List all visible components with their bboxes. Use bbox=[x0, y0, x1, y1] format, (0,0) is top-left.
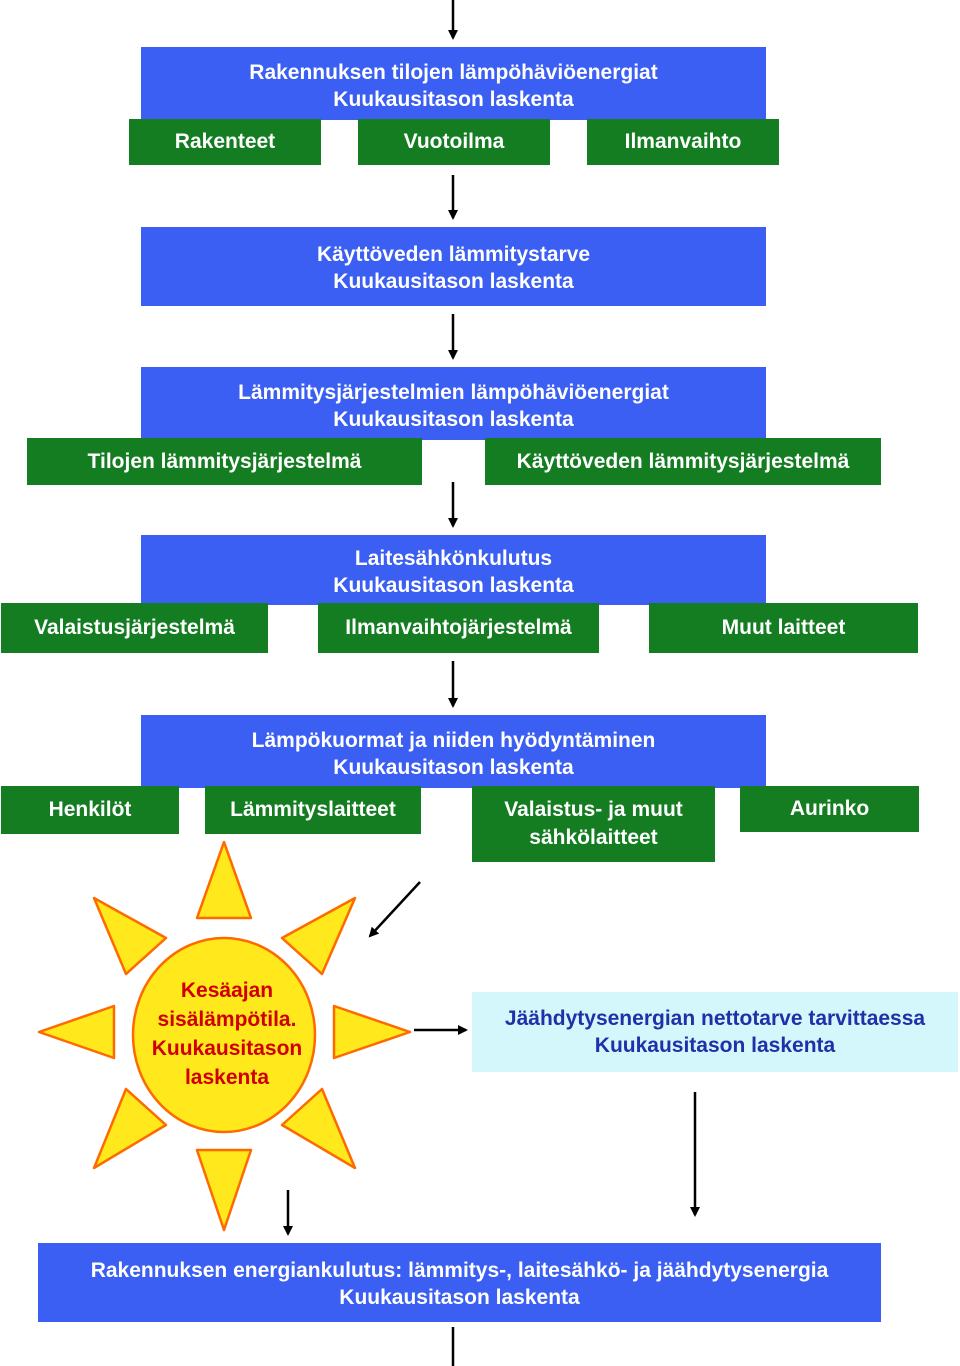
space-heat-loss-box: Rakennuksen tilojen lämpöhäviöenergiat K… bbox=[141, 47, 766, 120]
heat-loads-box: Lämpökuormat ja niiden hyödyntäminen Kuu… bbox=[141, 715, 766, 788]
heating-system-losses-title: Lämmitysjärjestelmien lämpöhäviöenergiat bbox=[238, 381, 669, 404]
appliance-electricity-subtitle: Kuukausitason laskenta bbox=[333, 574, 574, 598]
summer-temp-line4: laskenta bbox=[184, 1065, 270, 1089]
heat-loads-subtitle: Kuukausitason laskenta bbox=[333, 756, 574, 780]
sun-source-label: Aurinko bbox=[789, 797, 870, 821]
sun-ray-top-right bbox=[280, 896, 357, 976]
total-energy-title: Rakennuksen energiankulutus: lämmitys-, … bbox=[90, 1259, 829, 1282]
air-leakage-box: Vuotoilma bbox=[358, 119, 550, 165]
heat-loads-title: Lämpökuormat ja niiden hyödyntäminen bbox=[251, 729, 656, 752]
space-heat-loss-title: Rakennuksen tilojen lämpöhäviöenergiat bbox=[249, 61, 658, 84]
ventilation-label: Ilmanvaihto bbox=[624, 130, 742, 154]
summer-indoor-temp-label: Kesäajan sisälämpötila. Kuukausitason la… bbox=[132, 977, 322, 1093]
lighting-appliances-label-line1: Valaistus- ja muut bbox=[504, 797, 683, 821]
cooling-demand-box: Jäähdytysenergian nettotarve tarvittaess… bbox=[472, 992, 958, 1072]
sun-ray-bottom bbox=[195, 1148, 253, 1232]
dhw-demand-title: Käyttöveden lämmitystarve bbox=[316, 243, 591, 266]
heating-devices-box: Lämmityslaitteet bbox=[205, 786, 421, 834]
structures-box: Rakenteet bbox=[129, 119, 321, 165]
lighting-appliances-box: Valaistus- ja muut sähkölaitteet bbox=[472, 786, 715, 862]
cooling-demand-title: Jäähdytysenergian nettotarve tarvittaess… bbox=[504, 1006, 926, 1030]
space-heating-system-box: Tilojen lämmitysjärjestelmä bbox=[27, 438, 422, 485]
appliance-electricity-title: Laitesähkönkulutus bbox=[354, 547, 553, 570]
sun-ray-right bbox=[332, 1004, 412, 1060]
ventilation-system-box: Ilmanvaihtojärjestelmä bbox=[318, 603, 599, 653]
sun-ray-left bbox=[37, 1004, 116, 1060]
appliance-electricity-box: Laitesähkönkulutus Kuukausitason laskent… bbox=[141, 535, 766, 605]
sun-ray-top bbox=[195, 840, 253, 920]
sun-ray-bottom-right bbox=[280, 1087, 357, 1170]
ventilation-system-label: Ilmanvaihtojärjestelmä bbox=[345, 616, 572, 640]
sun-source-box: Aurinko bbox=[740, 786, 919, 832]
dhw-demand-box: Käyttöveden lämmitystarve Kuukausitason … bbox=[141, 227, 766, 306]
total-energy-box: Rakennuksen energiankulutus: lämmitys-, … bbox=[38, 1243, 881, 1322]
arrow-5-to-sun bbox=[368, 881, 421, 938]
cooling-demand-subtitle: Kuukausitason laskenta bbox=[594, 1034, 836, 1057]
summer-temp-line1: Kesäajan bbox=[180, 979, 274, 1002]
structures-label: Rakenteet bbox=[174, 130, 276, 154]
lighting-appliances-label-line2: sähkölaitteet bbox=[529, 826, 658, 849]
summer-temp-line3: Kuukausitason bbox=[151, 1036, 303, 1060]
lighting-system-label: Valaistusjärjestelmä bbox=[34, 616, 235, 640]
heating-devices-label: Lämmityslaitteet bbox=[230, 798, 396, 822]
ventilation-box: Ilmanvaihto bbox=[587, 119, 779, 165]
space-heat-loss-subtitle: Kuukausitason laskenta bbox=[333, 88, 574, 112]
lighting-system-box: Valaistusjärjestelmä bbox=[1, 603, 268, 653]
occupants-box: Henkilöt bbox=[1, 786, 179, 834]
heating-system-losses-subtitle: Kuukausitason laskenta bbox=[333, 408, 574, 432]
dhw-heating-system-label: Käyttöveden lämmitysjärjestelmä bbox=[516, 449, 850, 473]
other-appliances-box: Muut laitteet bbox=[649, 603, 918, 653]
other-appliances-label: Muut laitteet bbox=[721, 616, 846, 640]
summer-temp-line2: sisälämpötila. bbox=[157, 1007, 297, 1031]
heating-system-losses-box: Lämmitysjärjestelmien lämpöhäviöenergiat… bbox=[141, 367, 766, 440]
sun-ray-bottom-left bbox=[92, 1087, 168, 1170]
dhw-demand-subtitle: Kuukausitason laskenta bbox=[333, 270, 574, 294]
total-energy-subtitle: Kuukausitason laskenta bbox=[339, 1286, 580, 1310]
occupants-label: Henkilöt bbox=[48, 798, 132, 822]
sun-disc bbox=[131, 936, 317, 1134]
sun-ray-top-left bbox=[92, 896, 168, 976]
air-leakage-label: Vuotoilma bbox=[403, 130, 505, 154]
space-heating-system-label: Tilojen lämmitysjärjestelmä bbox=[87, 449, 362, 473]
dhw-heating-system-box: Käyttöveden lämmitysjärjestelmä bbox=[485, 438, 881, 485]
